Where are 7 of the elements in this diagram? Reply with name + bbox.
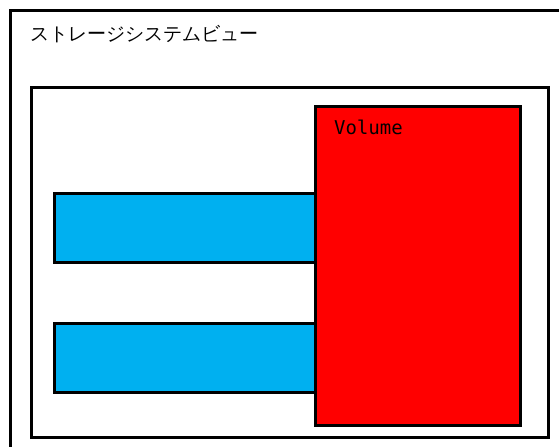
container-box bbox=[30, 86, 550, 439]
title: ストレージシステムビュー bbox=[30, 22, 258, 47]
bar bbox=[53, 192, 314, 264]
volume-box bbox=[314, 105, 522, 427]
bar bbox=[53, 322, 314, 394]
view-panel bbox=[9, 9, 559, 447]
box-label: Volume bbox=[334, 117, 403, 139]
